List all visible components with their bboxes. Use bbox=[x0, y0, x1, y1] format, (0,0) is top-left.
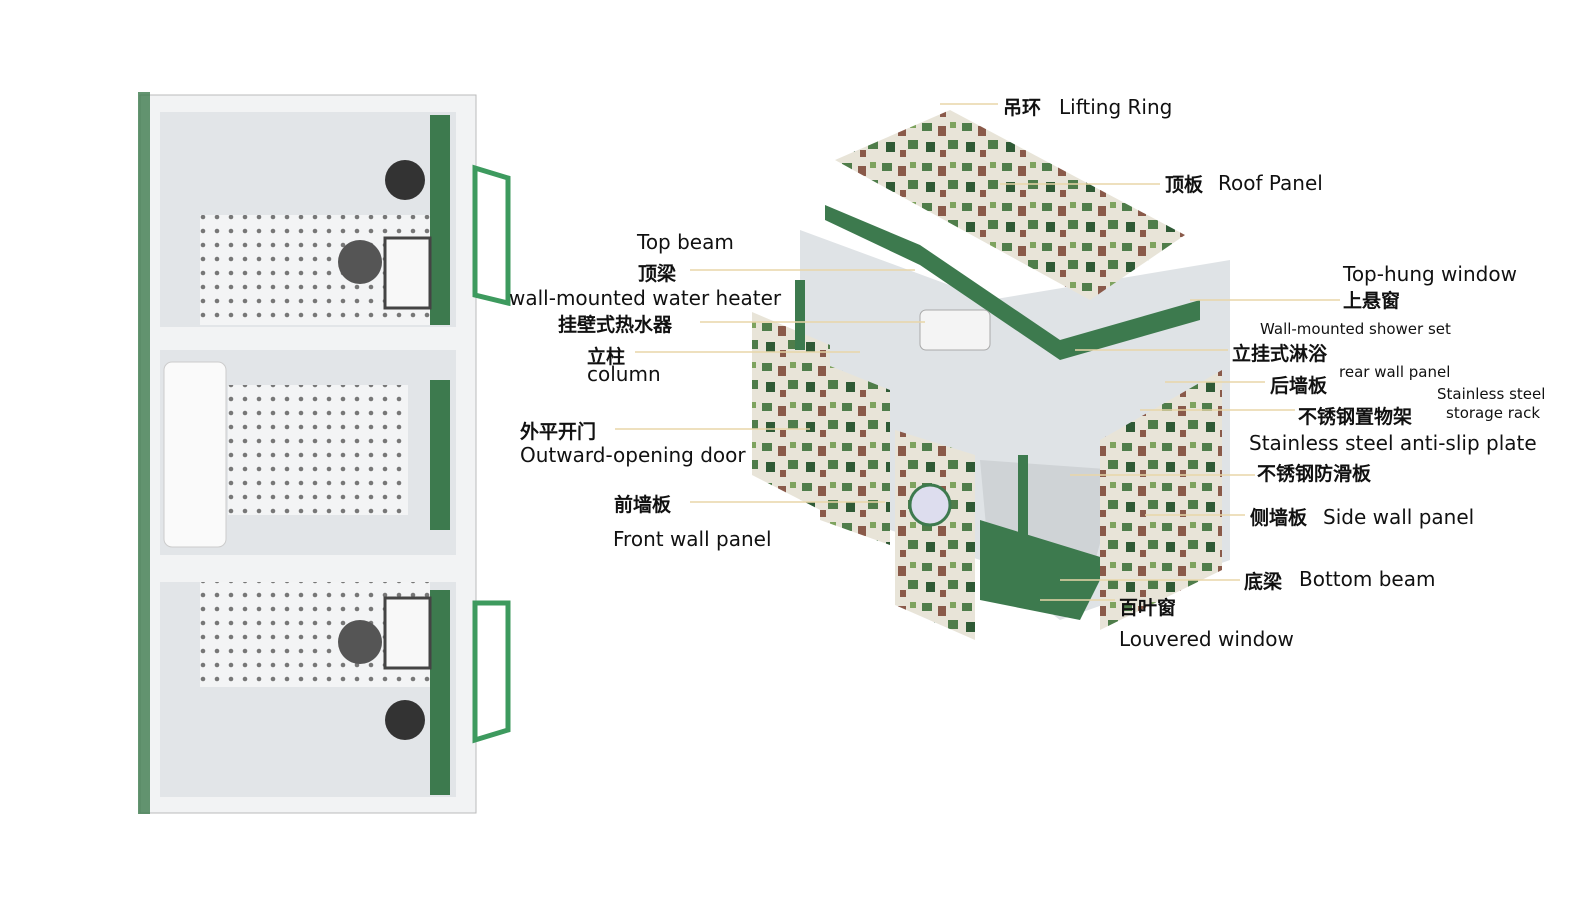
top-beam-cn: 顶梁 bbox=[638, 263, 677, 285]
storage-rack-en1: Stainless steel bbox=[1437, 385, 1546, 403]
roof-panel-cn: 顶板 bbox=[1165, 174, 1204, 196]
column-en: column bbox=[587, 362, 661, 386]
door-cn: 外平开门 bbox=[520, 421, 597, 443]
louvered-window-en: Louvered window bbox=[1119, 627, 1294, 651]
shower-set-en: Wall-mounted shower set bbox=[1260, 320, 1451, 338]
column-cn: 立柱 bbox=[587, 346, 626, 368]
storage-rack-en2: storage rack bbox=[1446, 404, 1541, 422]
front-wall-en: Front wall panel bbox=[613, 527, 772, 551]
bottom-beam-cn: 底梁 bbox=[1244, 571, 1283, 593]
water-heater-cn: 挂壁式热水器 bbox=[558, 314, 673, 336]
room-top bbox=[160, 112, 511, 327]
side-wall-cn: 侧墙板 bbox=[1250, 507, 1308, 529]
storage-rack-cn: 不锈钢置物架 bbox=[1298, 406, 1413, 428]
anti-slip-en: Stainless steel anti-slip plate bbox=[1249, 431, 1537, 455]
lifting-ring-cn: 吊环 bbox=[1003, 97, 1042, 119]
top-hung-window-cn: 上悬窗 bbox=[1343, 290, 1401, 312]
leader-lines bbox=[615, 103, 1340, 601]
lifting-ring-en: Lifting Ring bbox=[1059, 95, 1173, 119]
floor-plan bbox=[138, 92, 511, 814]
room-middle bbox=[160, 350, 456, 555]
rear-wall-cn: 后墙板 bbox=[1270, 375, 1328, 397]
top-hung-window-en: Top-hung window bbox=[1343, 262, 1517, 286]
water-heater-en: wall-mounted water heater bbox=[509, 286, 782, 310]
front-wall-cn: 前墙板 bbox=[614, 494, 672, 516]
anti-slip-cn: 不锈钢防滑板 bbox=[1257, 463, 1372, 485]
door-en: Outward-opening door bbox=[520, 443, 746, 467]
rear-wall-en: rear wall panel bbox=[1339, 363, 1451, 381]
room-bottom bbox=[160, 582, 511, 797]
exploded-view bbox=[752, 110, 1230, 640]
top-beam-en: Top beam bbox=[637, 230, 734, 254]
bottom-beam-en: Bottom beam bbox=[1299, 567, 1436, 591]
shower-set-cn: 立挂式淋浴 bbox=[1232, 343, 1328, 365]
side-wall-en: Side wall panel bbox=[1323, 505, 1475, 529]
louvered-window-cn: 百叶窗 bbox=[1119, 597, 1177, 619]
roof-panel-en: Roof Panel bbox=[1218, 171, 1323, 195]
